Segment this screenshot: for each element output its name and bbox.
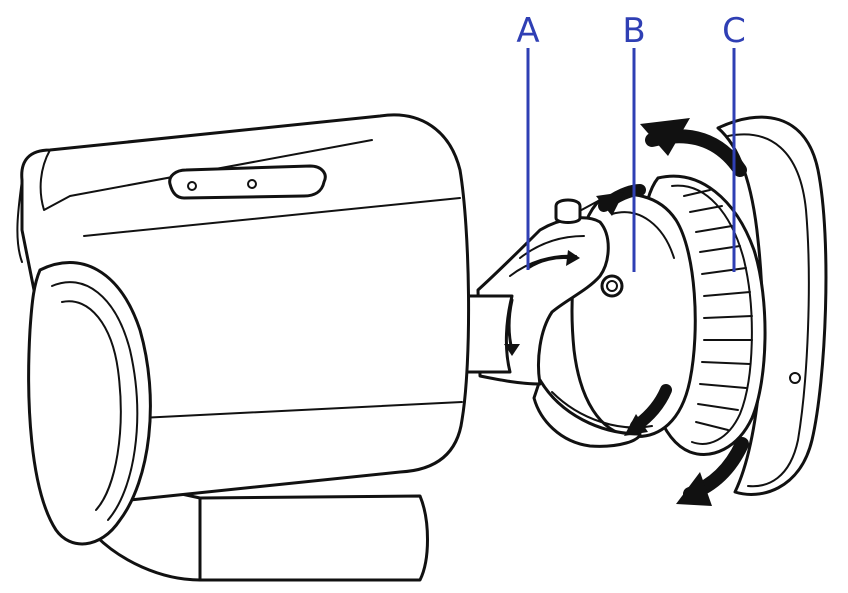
lens-housing: [27, 261, 152, 546]
callout-a-label: A: [516, 11, 539, 51]
callout-a: A: [516, 11, 540, 270]
callout-c-label: C: [722, 11, 746, 51]
callout-c: C: [722, 11, 746, 272]
callout-b-label: B: [622, 11, 645, 51]
wall-mount-plate: [716, 115, 828, 496]
callout-b: B: [622, 11, 646, 272]
